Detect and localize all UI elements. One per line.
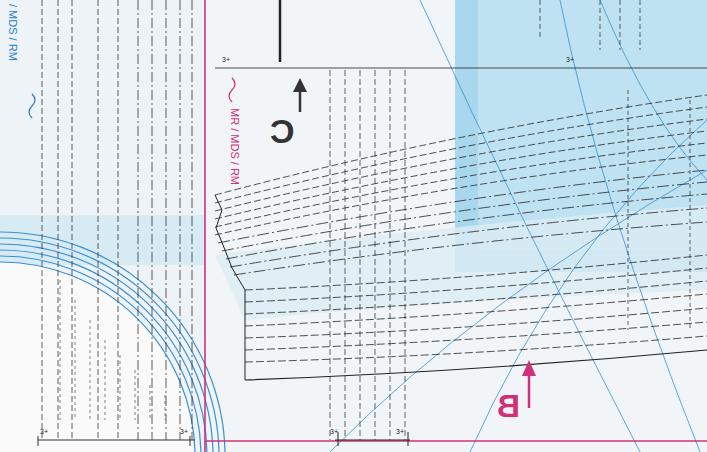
bracket xyxy=(229,78,235,102)
piece-letter: C xyxy=(270,114,295,148)
arrow-head xyxy=(522,360,536,376)
arrow-head xyxy=(293,78,307,92)
magenta-line xyxy=(204,0,206,452)
pattern-piece xyxy=(215,0,707,446)
dashed-lines-left xyxy=(38,0,195,446)
magenta-line xyxy=(205,440,707,441)
notch-mark: 3+ xyxy=(566,56,574,63)
grain-arrow xyxy=(528,372,531,408)
notch-mark: 3+ xyxy=(396,428,404,435)
size-label: / MDS / RM xyxy=(6,2,19,63)
size-label: MR / MDS / RM xyxy=(228,106,241,187)
piece-letter: B xyxy=(497,390,520,422)
notch-mark: 3+ xyxy=(330,428,338,435)
left-panel xyxy=(0,0,205,452)
notch-mark: 3+ xyxy=(180,428,188,435)
blue-arcs xyxy=(0,232,225,452)
notch-mark: 3+ xyxy=(222,56,230,63)
bracket xyxy=(29,94,35,118)
notch-mark: 3+ xyxy=(40,428,48,435)
